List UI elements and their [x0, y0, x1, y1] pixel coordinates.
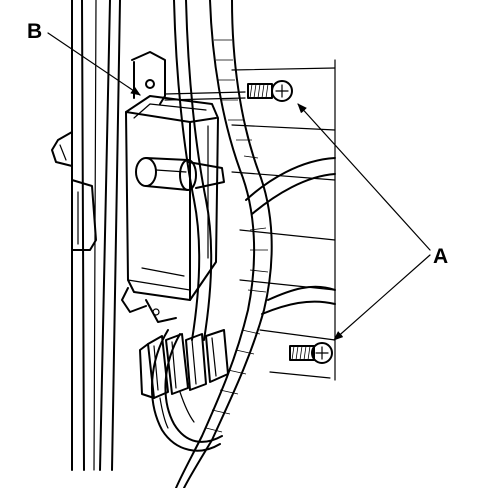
connector-cluster: [139, 329, 229, 429]
leader-lines: [47, 32, 431, 341]
lower-tab: [121, 287, 177, 323]
clamp-cylinder: [135, 157, 225, 191]
control-module: [125, 95, 219, 301]
callout-label-a: A: [433, 245, 448, 268]
door-pillar: [51, 0, 121, 471]
upper-screw: [247, 80, 293, 102]
lower-screw: [289, 342, 333, 364]
wiring-harness: [151, 0, 336, 488]
callout-label-b: B: [27, 20, 42, 43]
panel-lines: [231, 59, 336, 381]
